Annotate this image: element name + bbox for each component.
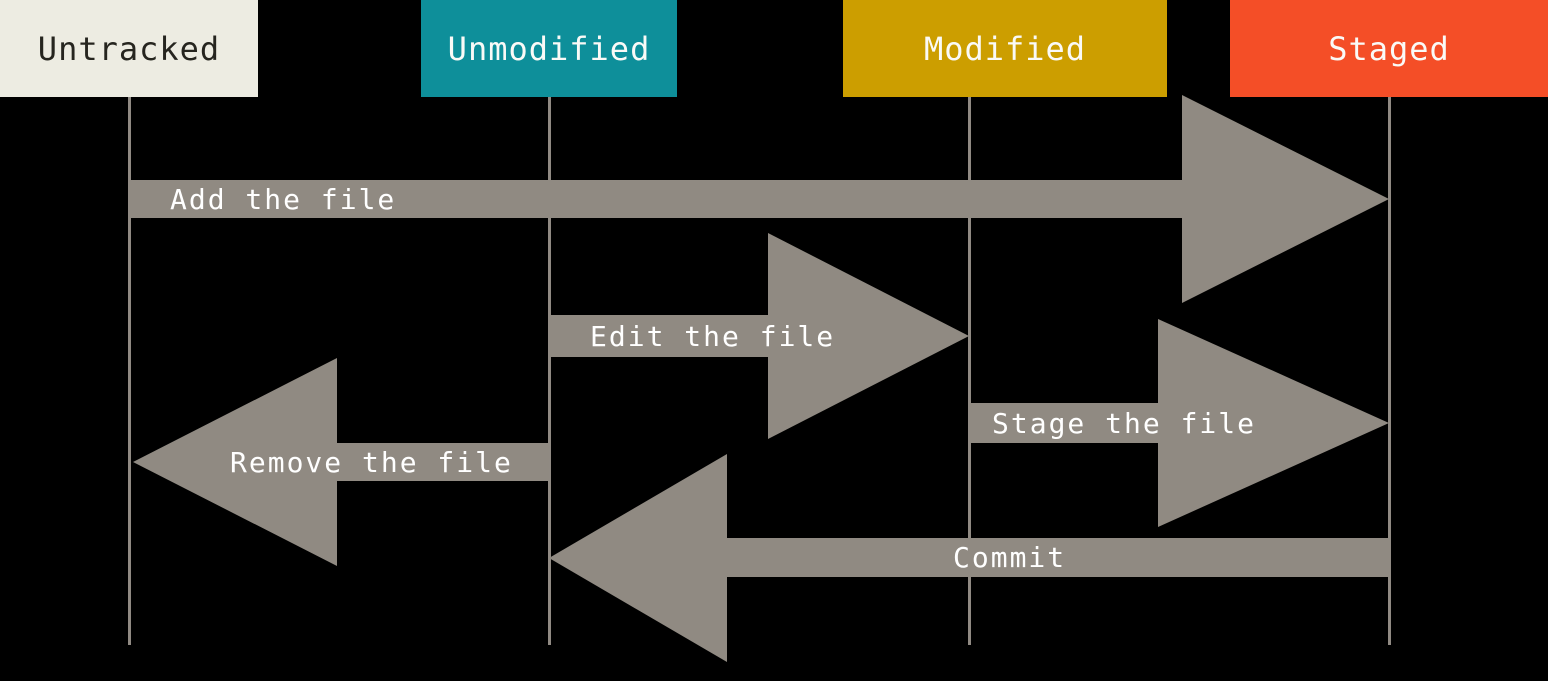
transition-label: Add the file [170, 182, 397, 216]
arrow-shaft [549, 315, 768, 357]
arrow-shaft [969, 403, 1158, 443]
transition-label: Remove the file [230, 445, 513, 479]
state-label-modified: Modified [923, 29, 1087, 68]
state-box-modified: Modified [843, 0, 1167, 97]
arrow-shaft [727, 538, 1390, 577]
lifeline-staged [1388, 97, 1391, 645]
transition-label: Edit the file [590, 319, 836, 353]
arrow-head-right-icon [1182, 95, 1389, 303]
state-box-staged: Staged [1230, 0, 1548, 97]
state-box-untracked: Untracked [0, 0, 258, 97]
state-label-untracked: Untracked [37, 29, 221, 68]
transition-label: Stage the file [992, 406, 1257, 440]
arrow-head-left-icon [133, 358, 337, 566]
arrow-head-right-icon [1158, 319, 1389, 527]
arrow-head-right-icon [768, 233, 969, 439]
state-box-unmodified: Unmodified [421, 0, 677, 97]
arrow-shaft [129, 180, 1182, 218]
lifeline-untracked [128, 97, 131, 645]
transition-label: Commit [953, 541, 1067, 574]
state-label-staged: Staged [1328, 29, 1450, 68]
arrow-shaft [337, 443, 549, 481]
state-label-unmodified: Unmodified [447, 29, 651, 68]
arrow-head-left-icon [549, 454, 727, 662]
lifeline-unmodified [548, 97, 551, 645]
lifeline-modified [968, 97, 971, 645]
